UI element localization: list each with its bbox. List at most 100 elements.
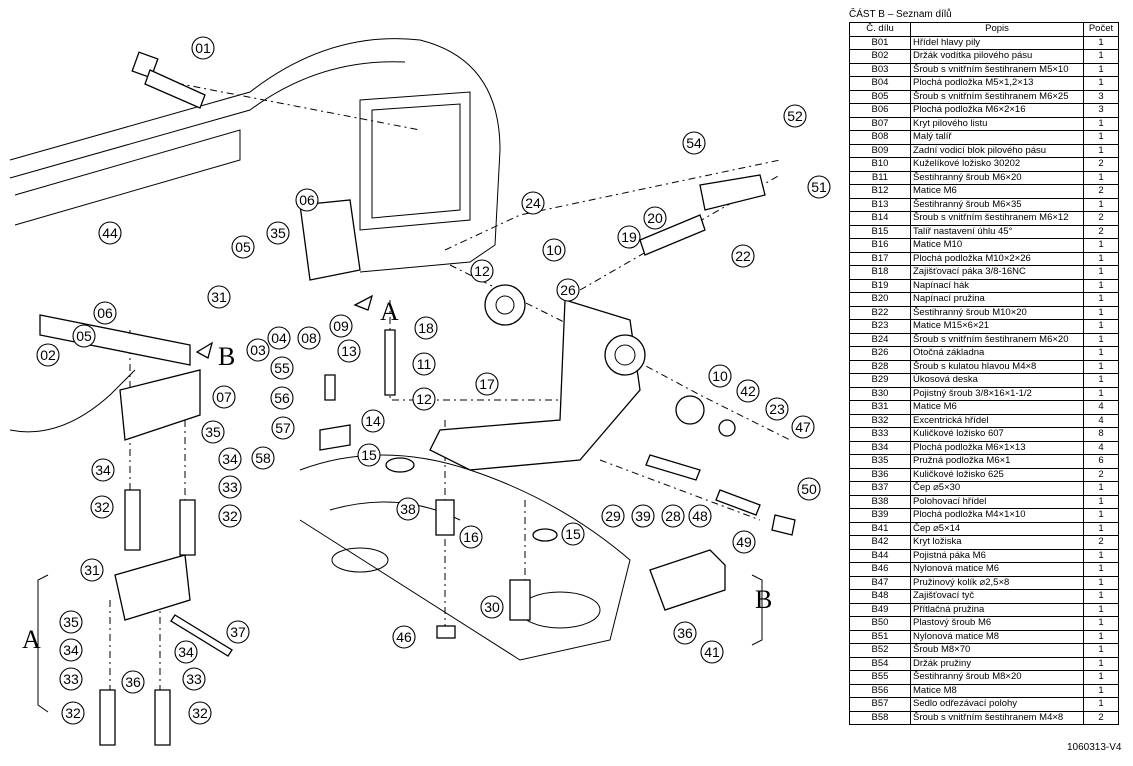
header-quantity: Počet bbox=[1083, 22, 1119, 37]
part-no-cell: B14 bbox=[849, 211, 911, 226]
callout-circle bbox=[708, 364, 732, 388]
callout-48: 48 bbox=[688, 504, 712, 528]
description-cell: Talíř nastavení úhlu 45° bbox=[910, 224, 1084, 239]
part-no-cell: B36 bbox=[849, 467, 911, 482]
view-a-top: A bbox=[380, 297, 399, 326]
tapered-bearing-2 bbox=[675, 395, 705, 425]
callout-circle bbox=[521, 191, 545, 215]
part-no-cell: B55 bbox=[849, 670, 911, 685]
quantity-cell: 4 bbox=[1083, 400, 1119, 415]
callout-circle bbox=[182, 667, 206, 691]
callout-circle bbox=[80, 558, 104, 582]
callout-number: 09 bbox=[333, 318, 349, 334]
callout-circle bbox=[59, 667, 83, 691]
description-cell: Kuželíkové ložisko 30202 bbox=[910, 157, 1084, 172]
callout-number: 19 bbox=[621, 229, 637, 245]
description-cell: Pojistný šroub 3/8×16×1-1/2 bbox=[910, 386, 1084, 401]
callout-number: 49 bbox=[736, 534, 752, 550]
part-no-cell: B16 bbox=[849, 238, 911, 253]
callout-number: 34 bbox=[63, 642, 79, 658]
callout-06: 06 bbox=[93, 301, 117, 325]
callout-41: 41 bbox=[700, 640, 724, 664]
callout-20: 20 bbox=[643, 206, 667, 230]
callout-55: 55 bbox=[270, 356, 294, 380]
callout-number: 38 bbox=[400, 501, 416, 517]
part-no-cell: B06 bbox=[849, 103, 911, 118]
callout-circle bbox=[732, 530, 756, 554]
part-no-cell: B49 bbox=[849, 602, 911, 617]
callout-13: 13 bbox=[337, 339, 361, 363]
callout-number: 32 bbox=[94, 499, 110, 515]
description-cell: Plochá podložka M10×2×26 bbox=[910, 251, 1084, 266]
callout-number: 07 bbox=[216, 389, 232, 405]
callout-circle bbox=[36, 343, 60, 367]
callout-circle bbox=[218, 504, 242, 528]
callout-circle bbox=[414, 316, 438, 340]
quantity-cell: 6 bbox=[1083, 454, 1119, 469]
callout-number: 16 bbox=[463, 529, 479, 545]
callout-05: 05 bbox=[231, 235, 255, 259]
part-no-cell: B28 bbox=[849, 359, 911, 374]
callout-circle bbox=[601, 504, 625, 528]
callout-number: 10 bbox=[712, 368, 728, 384]
callout-circle bbox=[700, 640, 724, 664]
description-cell: Šroub s vnitřním šestihranem M6×12 bbox=[910, 211, 1084, 226]
quantity-cell: 1 bbox=[1083, 130, 1119, 145]
angle-disc bbox=[385, 457, 415, 473]
hex-screw-13 bbox=[384, 329, 396, 396]
part-no-cell: B31 bbox=[849, 400, 911, 415]
callout-number: 03 bbox=[250, 342, 266, 358]
callout-number: 33 bbox=[186, 671, 202, 687]
description-cell: Plochá podložka M6×2×16 bbox=[910, 103, 1084, 118]
description-cell: Kryt pilového listu bbox=[910, 116, 1084, 131]
quantity-cell: 1 bbox=[1083, 346, 1119, 361]
callout-number: 05 bbox=[76, 328, 92, 344]
callout-circle bbox=[191, 36, 215, 60]
part-no-cell: B37 bbox=[849, 481, 911, 496]
quantity-cell: 1 bbox=[1083, 116, 1119, 131]
callout-number: 32 bbox=[65, 705, 81, 721]
description-cell: Šroub s kulatou hlavou M4×8 bbox=[910, 359, 1084, 374]
description-cell: Držák pružiny bbox=[910, 656, 1084, 671]
quantity-cell: 2 bbox=[1083, 157, 1119, 172]
description-cell: Plochá podložka M5×1,2×13 bbox=[910, 76, 1084, 91]
callout-39: 39 bbox=[631, 504, 655, 528]
quantity-cell: 1 bbox=[1083, 278, 1119, 293]
callout-34: 34 bbox=[174, 640, 198, 664]
callout-number: 05 bbox=[235, 239, 251, 255]
part-no-cell: B56 bbox=[849, 683, 911, 698]
quantity-cell: 1 bbox=[1083, 332, 1119, 347]
callout-number: 31 bbox=[211, 289, 227, 305]
callout-circle bbox=[218, 475, 242, 499]
description-cell: Plastový šroub M6 bbox=[910, 616, 1084, 631]
callout-31: 31 bbox=[207, 285, 231, 309]
callout-number: 39 bbox=[635, 508, 651, 524]
pressure-spring bbox=[715, 489, 761, 516]
callout-number: 01 bbox=[195, 40, 211, 56]
callout-number: 06 bbox=[299, 192, 315, 208]
description-cell: Matice M8 bbox=[910, 683, 1084, 698]
description-cell: Plochá podložka M4×1×10 bbox=[910, 508, 1084, 523]
callout-circle bbox=[459, 525, 483, 549]
part-no-cell: B30 bbox=[849, 386, 911, 401]
callout-number: 58 bbox=[255, 450, 271, 466]
quantity-cell: 1 bbox=[1083, 35, 1119, 50]
callout-circle bbox=[270, 356, 294, 380]
part-no-cell: B35 bbox=[849, 454, 911, 469]
quantity-cell: 3 bbox=[1083, 89, 1119, 104]
callout-15: 15 bbox=[561, 522, 585, 546]
quantity-cell: 1 bbox=[1083, 265, 1119, 280]
callout-circle bbox=[631, 504, 655, 528]
quantity-cell: 1 bbox=[1083, 670, 1119, 685]
